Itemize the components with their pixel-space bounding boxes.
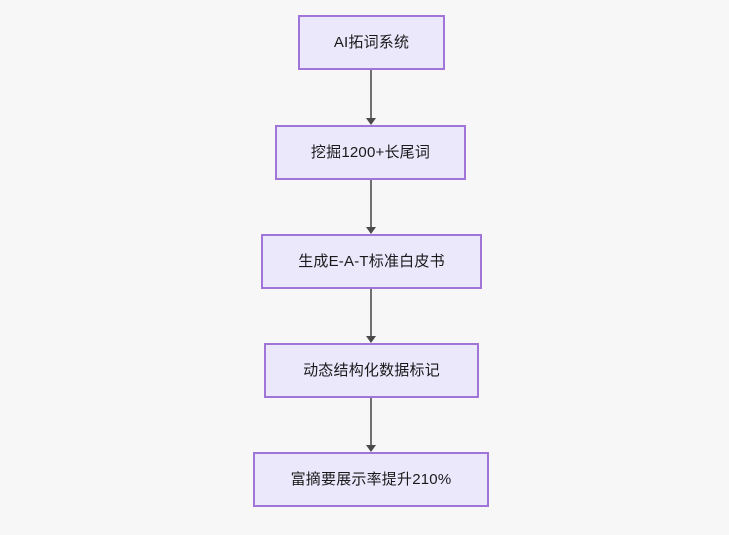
arrowhead-down-icon: [366, 118, 376, 125]
flow-node-label: 富摘要展示率提升210%: [290, 470, 452, 488]
flow-connector-4: [365, 398, 377, 452]
flow-node-label: 生成E-A-T标准白皮书: [298, 252, 445, 270]
flow-node-mine-longtail-keywords[interactable]: 挖掘1200+长尾词: [275, 125, 466, 180]
flow-connector-1: [365, 70, 377, 125]
flow-node-generate-eat-whitepaper[interactable]: 生成E-A-T标准白皮书: [261, 234, 482, 289]
arrowhead-down-icon: [366, 227, 376, 234]
connector-line: [370, 180, 372, 228]
flow-node-ai-keyword-system[interactable]: AI拓词系统: [298, 15, 445, 70]
flow-node-label: 动态结构化数据标记: [303, 361, 440, 379]
connector-line: [370, 398, 372, 446]
flow-node-rich-snippet-rate-increase[interactable]: 富摘要展示率提升210%: [253, 452, 489, 507]
flow-node-label: 挖掘1200+长尾词: [310, 143, 431, 161]
arrowhead-down-icon: [366, 336, 376, 343]
flow-node-label: AI拓词系统: [333, 33, 410, 51]
arrowhead-down-icon: [366, 445, 376, 452]
flow-node-dynamic-structured-data-markup[interactable]: 动态结构化数据标记: [264, 343, 479, 398]
connector-line: [370, 289, 372, 337]
flow-connector-2: [365, 180, 377, 234]
flow-connector-3: [365, 289, 377, 343]
connector-line: [370, 70, 372, 119]
